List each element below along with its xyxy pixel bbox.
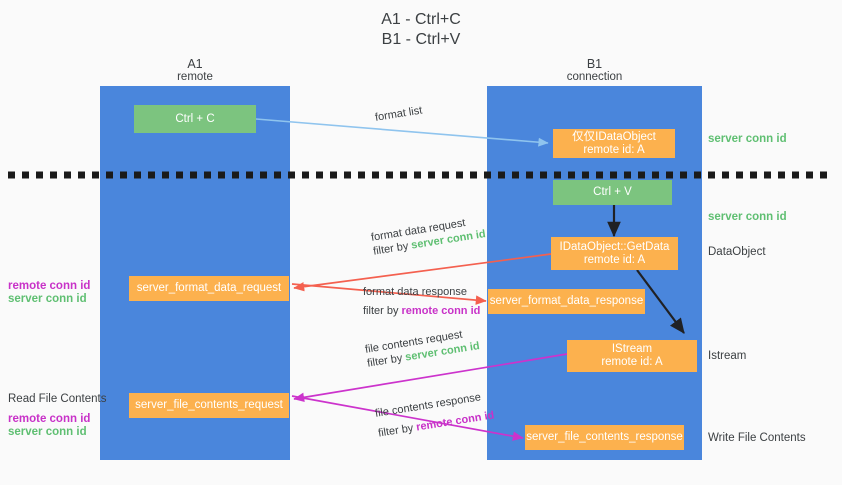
lane-header-a1-name: A1	[187, 57, 203, 71]
node-idataobject-line-1: 仅仅IDataObject	[572, 130, 656, 143]
node-server-file-contents-request[interactable]: server_file_contents_request	[129, 393, 289, 418]
node-idataobject-line-2: remote id: A	[583, 143, 645, 156]
filter-key-remote-conn-id: remote conn id	[415, 409, 496, 434]
node-istream-line-1: IStream	[611, 343, 653, 355]
node-server-format-data-request[interactable]: server_format_data_request	[129, 276, 289, 301]
left-label-remote-conn-id-2: remote conn id	[8, 413, 91, 425]
lane-header-a1: A1 remote	[100, 58, 290, 84]
node-idataobject[interactable]: 仅仅IDataObject remote id: A	[553, 129, 675, 158]
left-label-server-conn-id-1: server conn id	[8, 293, 87, 305]
left-label-server-conn-id-2: server conn id	[8, 426, 87, 438]
lane-header-b1-name: B1	[586, 57, 603, 71]
node-idataobject-getdata[interactable]: IDataObject::GetData remote id: A	[551, 237, 678, 270]
right-label-istream: Istream	[708, 350, 747, 362]
right-label-server-conn-id-top: server conn id	[708, 133, 787, 145]
edge-label-format-data-response-filter: filter by remote conn id	[363, 304, 480, 318]
edge-label-file-contents-response: file contents response filter by remote …	[374, 389, 495, 441]
node-istream[interactable]: IStream remote id: A	[567, 340, 697, 372]
filter-prefix: filter by	[377, 421, 418, 440]
lane-header-a1-sub: remote	[177, 71, 213, 83]
right-label-server-conn-id-mid: server conn id	[708, 211, 787, 223]
page-title: A1 - Ctrl+C B1 - Ctrl+V	[0, 10, 842, 50]
node-ctrl-v[interactable]: Ctrl + V	[553, 180, 672, 205]
edge-label-format-data-response: format data response filter by remote co…	[363, 285, 480, 318]
node-ctrl-c[interactable]: Ctrl + C	[134, 105, 256, 133]
filter-prefix: filter by	[363, 305, 402, 317]
title-line-1: A1 - Ctrl+C	[381, 11, 461, 28]
node-getdata-line-2: remote id: A	[583, 253, 646, 266]
edge-label-file-contents-request: file contents request filter by server c…	[364, 325, 481, 370]
right-label-write-file-contents: Write File Contents	[708, 432, 806, 444]
left-label-remote-conn-id-1: remote conn id	[8, 280, 91, 292]
title-line-2: B1 - Ctrl+V	[381, 31, 461, 48]
edge-label-format-list: format list	[374, 104, 424, 124]
node-server-format-data-response[interactable]: server_format_data_response	[488, 289, 645, 314]
node-getdata-line-1: IDataObject::GetData	[559, 240, 670, 253]
edge-label-format-data-request: format data request filter by server con…	[370, 213, 487, 258]
right-label-dataobject: DataObject	[708, 246, 766, 258]
lane-header-b1: B1 connection	[487, 58, 702, 84]
node-server-file-contents-response[interactable]: server_file_contents_response	[525, 425, 684, 450]
node-istream-line-2: remote id: A	[601, 356, 663, 368]
left-label-read-file-contents: Read File Contents	[8, 393, 107, 405]
edge-label-format-data-response-title: format data response	[363, 286, 467, 298]
filter-key-remote-conn-id: remote conn id	[401, 305, 481, 317]
lane-header-b1-sub: connection	[566, 71, 623, 83]
